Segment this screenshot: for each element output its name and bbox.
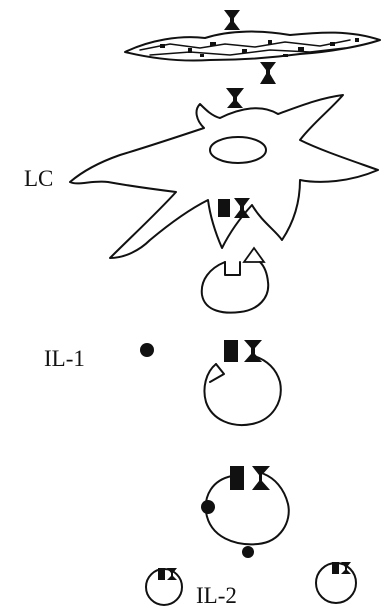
top-receptor-icon (224, 10, 240, 30)
il-2-dot (242, 546, 254, 558)
cell-4-receptor-icon (252, 466, 270, 490)
cell-5-receptor-icon (167, 568, 177, 580)
cell-3-notch (209, 363, 225, 383)
lc-label: LC (24, 166, 53, 191)
receptor-icon-2 (260, 62, 276, 84)
mhc-block-icon (218, 199, 230, 217)
cell-6-receptor-icon (341, 562, 351, 574)
langerhans-cell-nucleus (209, 136, 267, 164)
cell-4-side-dot (201, 500, 215, 514)
cell-4-block-icon (230, 466, 244, 490)
cell-3-outline (203, 355, 282, 426)
cell-4-outline (204, 473, 290, 546)
il-1-label: IL-1 (44, 346, 85, 371)
il-1-dot (140, 343, 154, 357)
cell-2-triangle-icon (242, 246, 266, 263)
lc-top-receptor-icon (226, 88, 244, 108)
cell-3-receptor-icon (244, 340, 262, 362)
cell-6-block-icon (332, 562, 339, 574)
il-2-label: IL-2 (196, 583, 237, 608)
cell-3-block-icon (224, 340, 238, 362)
flattened-cell-speckles (160, 38, 359, 57)
cell-5-block-icon (158, 568, 165, 580)
flattened-cell-texture (139, 39, 351, 56)
cell-2-outline (200, 261, 270, 314)
flattened-cell-outline (124, 30, 381, 62)
lc-receptor-icon (234, 198, 250, 218)
langerhans-cell-outline (69, 94, 379, 259)
cell-2-notch (224, 261, 241, 276)
